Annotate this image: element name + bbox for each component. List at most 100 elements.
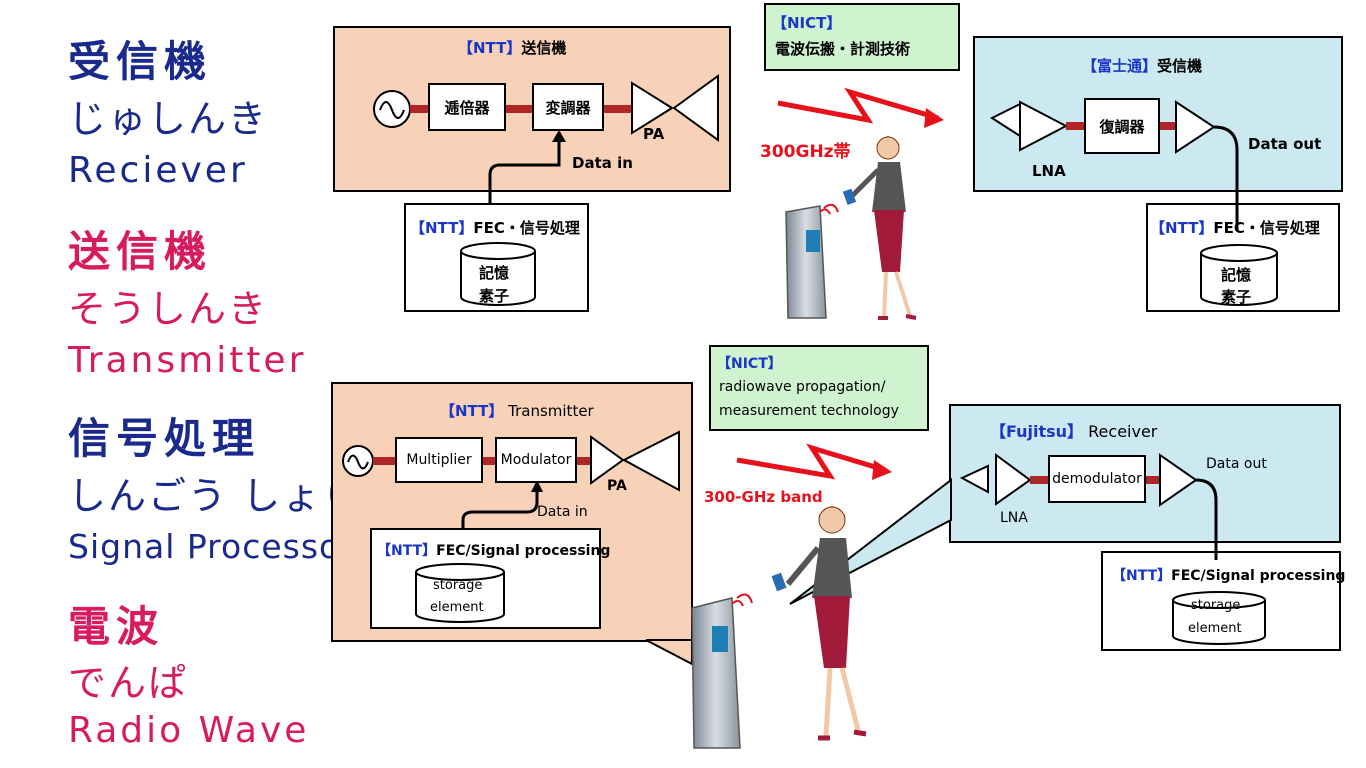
jp-rx-link-2 bbox=[1160, 122, 1176, 130]
en-pa-icon bbox=[590, 435, 625, 485]
jp-nict-tag: 【NICT】 bbox=[772, 12, 841, 33]
en-modulator-box: Modulator bbox=[495, 437, 577, 483]
jp-rx-antenna-icon bbox=[989, 102, 1021, 138]
jp-receiver-label: 受信機 bbox=[1157, 57, 1203, 75]
jp-rx-link-1 bbox=[1066, 122, 1084, 130]
en-transmitter-tag: 【NTT】 bbox=[440, 402, 504, 420]
vocab-roman-transmitter: Transmitter bbox=[68, 340, 307, 381]
jp-lna-label: LNA bbox=[1032, 162, 1066, 180]
jp-nict-text: 電波伝搬・計測技術 bbox=[775, 40, 911, 58]
en-rx-storage-label-2: element bbox=[1188, 621, 1242, 636]
vocab-roman-signal-processor: Signal Processor bbox=[68, 527, 355, 566]
en-radio-wave-arrowhead bbox=[872, 460, 892, 480]
en-storage-label-2: element bbox=[430, 600, 484, 615]
jp-nict-box bbox=[764, 3, 960, 71]
en-data-in-arrow bbox=[531, 480, 543, 492]
en-tx-antenna-icon bbox=[621, 430, 680, 492]
jp-radio-wave-arrow bbox=[777, 87, 939, 124]
en-transmitter-title: 【NTT】 Transmitter bbox=[440, 400, 594, 421]
en-tx-bubble-tail bbox=[645, 639, 693, 666]
vocab-kanji-receiver: 受信機 bbox=[68, 37, 213, 86]
jp-pa-icon bbox=[631, 81, 674, 135]
en-rx-amp-icon bbox=[1159, 453, 1198, 507]
en-rx-link-2 bbox=[1146, 476, 1160, 484]
jp-tx-antenna-icon bbox=[672, 74, 719, 142]
jp-data-out-line bbox=[1213, 125, 1239, 230]
en-pa-label: PA bbox=[607, 478, 627, 494]
jp-fec-tag: 【NTT】 bbox=[410, 219, 474, 237]
jp-oscillator-icon bbox=[373, 90, 411, 128]
vocab-kana-signal-processor: しんごう しょり bbox=[68, 474, 363, 518]
jp-pa-label: PA bbox=[643, 125, 665, 143]
en-rx-fec-title: 【NTT】FEC/Signal processing bbox=[1112, 565, 1345, 585]
en-link-1 bbox=[373, 457, 395, 465]
en-data-out-label: Data out bbox=[1206, 456, 1267, 472]
jp-lna-icon bbox=[1019, 100, 1069, 152]
jp-transmitter-label: 送信機 bbox=[521, 39, 567, 57]
vocab-kana-receiver: じゅしんき bbox=[68, 97, 269, 141]
en-nict-box bbox=[709, 345, 929, 431]
en-nict-tag: 【NICT】 bbox=[717, 353, 782, 373]
jp-data-in-label: Data in bbox=[572, 154, 633, 172]
jp-data-out-label: Data out bbox=[1248, 135, 1322, 153]
en-fec-title: 【NTT】FEC/Signal processing bbox=[377, 540, 610, 560]
jp-nict-tag-text: 【NICT】 bbox=[772, 14, 842, 32]
en-rx-fec-label: FEC/Signal processing bbox=[1171, 568, 1346, 584]
jp-storage-label-1: 記憶 bbox=[479, 264, 510, 282]
en-storage-cylinder-icon bbox=[415, 563, 505, 623]
en-receiver-title: 【Fujitsu】 Receiver bbox=[990, 418, 1157, 442]
vocab-roman-receiver: Reciever bbox=[68, 150, 248, 191]
en-rx-antenna-icon bbox=[959, 464, 989, 494]
jp-data-in-arrow bbox=[552, 130, 566, 142]
en-data-in-label: Data in bbox=[537, 504, 588, 520]
vocab-kana-radio-wave: でんぱ bbox=[68, 661, 189, 705]
jp-kiosk-icon bbox=[785, 203, 839, 319]
vocab-kana-transmitter: そうしんき bbox=[68, 287, 269, 331]
en-oscillator-icon bbox=[342, 445, 374, 477]
en-link-3 bbox=[577, 457, 591, 465]
vocab-kanji-radio-wave: 電波 bbox=[68, 602, 165, 651]
en-storage-label-1: storage bbox=[433, 578, 483, 593]
en-radio-wave-arrow bbox=[736, 443, 886, 480]
jp-storage-label-2: 素子 bbox=[479, 287, 510, 305]
en-data-in-line bbox=[461, 490, 539, 528]
en-fec-label: FEC/Signal processing bbox=[436, 543, 611, 559]
jp-rx-fec-label: FEC・信号処理 bbox=[1213, 219, 1320, 237]
jp-link-3 bbox=[604, 105, 632, 113]
jp-rx-storage-label-2: 素子 bbox=[1221, 288, 1252, 306]
jp-link-1 bbox=[410, 105, 428, 113]
jp-rx-fec-title: 【NTT】FEC・信号処理 bbox=[1150, 217, 1320, 238]
en-woman-figure bbox=[771, 506, 867, 741]
jp-multiplier-box: 逓倍器 bbox=[428, 83, 506, 131]
jp-transmitter-title: 【NTT】送信機 bbox=[458, 37, 566, 58]
en-transmitter-label: Transmitter bbox=[503, 402, 594, 420]
en-demodulator-box: demodulator bbox=[1048, 455, 1146, 503]
en-band-label: 300-GHz band bbox=[704, 488, 823, 506]
en-nict-tag-text: 【NICT】 bbox=[717, 356, 782, 372]
jp-rx-fec-tag: 【NTT】 bbox=[1150, 219, 1214, 237]
jp-data-in-line bbox=[488, 140, 561, 203]
en-receiver-tag: 【Fujitsu】 bbox=[990, 422, 1084, 441]
en-rx-fec-tag: 【NTT】 bbox=[1112, 568, 1172, 584]
jp-storage-cylinder-icon bbox=[460, 242, 536, 306]
en-nict-line-2: measurement technology bbox=[719, 403, 899, 419]
jp-rx-storage-label-1: 記憶 bbox=[1221, 266, 1252, 284]
en-multiplier-box: Multiplier bbox=[395, 437, 483, 483]
en-rx-link-1 bbox=[1030, 476, 1048, 484]
jp-fec-label: FEC・信号処理 bbox=[473, 219, 580, 237]
en-receiver-label: Receiver bbox=[1083, 422, 1158, 441]
vocab-roman-radio-wave: Radio Wave bbox=[68, 710, 310, 751]
en-rx-storage-cylinder-icon bbox=[1172, 591, 1266, 645]
jp-rx-amp-icon bbox=[1175, 100, 1216, 154]
jp-demodulator-box: 復調器 bbox=[1084, 98, 1160, 154]
en-nict-line-1: radiowave propagation/ bbox=[719, 379, 886, 395]
jp-transmitter-tag: 【NTT】 bbox=[458, 39, 522, 57]
vocab-kanji-transmitter: 送信機 bbox=[68, 227, 213, 276]
en-lna-icon bbox=[995, 453, 1032, 506]
jp-receiver-tag: 【富士通】 bbox=[1082, 57, 1158, 75]
en-link-2 bbox=[483, 457, 495, 465]
en-data-out-line bbox=[1195, 478, 1218, 560]
en-rx-storage-label-1: storage bbox=[1191, 598, 1241, 613]
jp-modulator-box: 変調器 bbox=[532, 83, 604, 131]
